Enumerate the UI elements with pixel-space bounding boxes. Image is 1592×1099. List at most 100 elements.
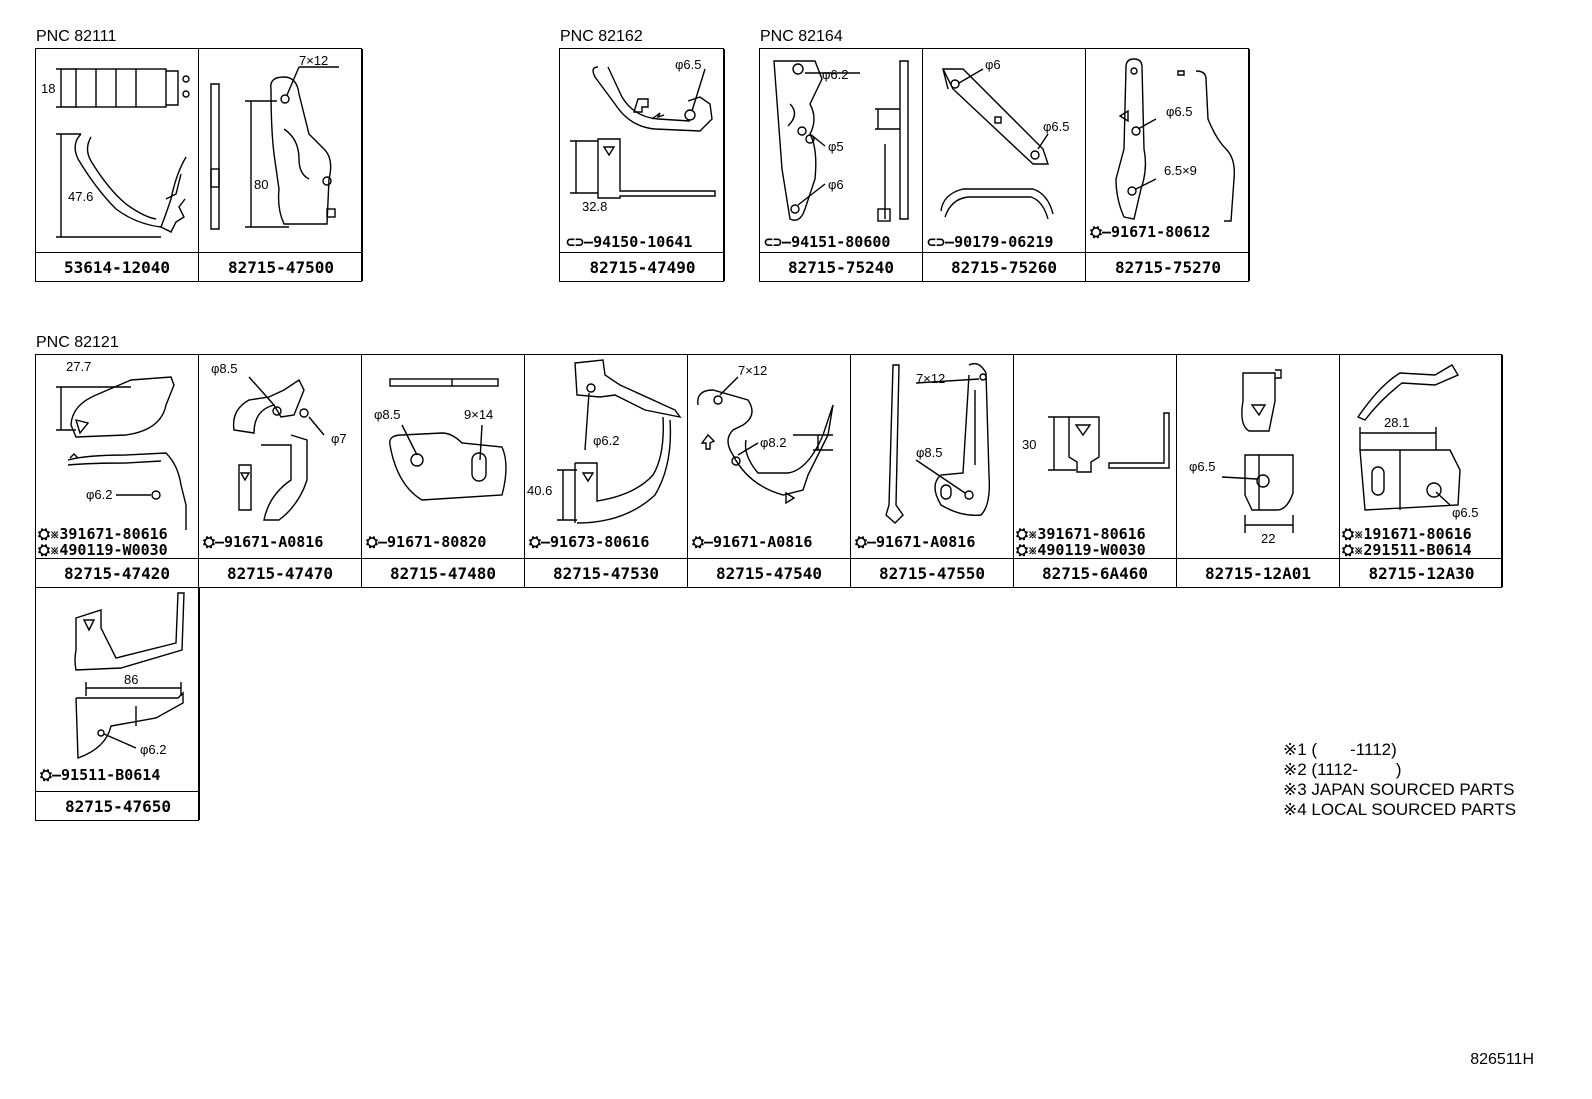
fastener-91671-80612[interactable]: ⛭—91671-80612 [1090, 223, 1211, 241]
bracket-drawing [1048, 412, 1170, 473]
cell-82715-75260[interactable]: φ6 φ6.5 ⊂⊃—90179-06219 [923, 49, 1086, 281]
footnote-1: ※1 ( -1112) [1283, 740, 1397, 759]
fastener-91671-80616[interactable]: ⛭※391671-80616 [1016, 525, 1146, 543]
fastener-91511-B0614[interactable]: ⛭※291511-B0614 [1342, 541, 1472, 559]
pnc-label-82121: PNC 82121 [36, 334, 119, 351]
dim-hole-7: φ7 [331, 431, 347, 446]
bracket-drawing [773, 60, 909, 222]
bolt-icon: ⛭— [855, 533, 877, 551]
footnotes: ※1 ( -1112) ※2 (1112- ) ※3 JAPAN SOURCED… [1283, 740, 1516, 820]
group-82162: φ6.5 32.8 ⊂⊃—94150-10641 82715-47490 [559, 48, 725, 282]
cell-82715-47550[interactable]: 7×12 φ8.5 ⛭—91671-A0816 [851, 355, 1014, 587]
bolt-icon: ⛭— [366, 533, 388, 551]
footnote-3: ※3 JAPAN SOURCED PARTS [1283, 780, 1515, 799]
fastener-91671-A0816[interactable]: ⛭—91671-A0816 [855, 533, 976, 551]
cell-82715-47420[interactable]: 27.7 φ6.2 ⛭※391671-80616 ⛭※490119-W0030 [36, 355, 199, 587]
clip-drawing [56, 68, 190, 238]
cell-82715-12A01[interactable]: φ6.5 22 [1177, 355, 1340, 587]
dim-hole-6-2: φ6.2 [140, 742, 167, 757]
dim-hole-8-5: φ8.5 [916, 445, 943, 460]
dim-height-47-6: 47.6 [68, 189, 94, 204]
dim-hole-8-5: φ8.5 [211, 361, 238, 376]
part-number[interactable]: 53614-12040 [36, 253, 199, 281]
bolt-icon: ⛭ [38, 541, 51, 559]
fastener-90119-W0030[interactable]: ⛭※490119-W0030 [38, 541, 168, 559]
pnc-label-82162: PNC 82162 [560, 28, 643, 45]
fastener-91511-B0614[interactable]: ⛭—91511-B0614 [40, 766, 161, 784]
bracket-drawing [570, 66, 716, 199]
dim-hole-6-5: φ6.5 [1189, 459, 1216, 474]
dim-height-27-7: 27.7 [66, 359, 92, 374]
part-number[interactable]: 82715-47650 [65, 796, 171, 816]
part-number[interactable]: 82715-47500 [228, 257, 334, 277]
cell-82715-47530[interactable]: φ6.2 40.6 ⛭—91673-80616 [525, 355, 688, 587]
dim-width-28-1: 28.1 [1384, 415, 1410, 430]
cell-82715-47480[interactable]: φ8.5 9×14 ⛭—91671-80820 [362, 355, 525, 587]
cell-82715-47540[interactable]: 7×12 φ8.2 ⛭—91671-A0816 [688, 355, 851, 587]
part-number[interactable]: 82715-75260 [923, 253, 1086, 281]
part-number[interactable]: 82715-47420 [36, 559, 199, 587]
dim-height-18: 18 [41, 81, 56, 96]
part-number[interactable]: 82715-47490 [589, 257, 696, 277]
part-number[interactable]: 82715-75270 [1115, 257, 1221, 277]
bolt-icon: ⛭— [40, 766, 62, 784]
dim-hole-6-5: φ6.5 [675, 57, 702, 72]
dim-hole-6: φ6 [828, 177, 844, 192]
cell-82715-47470[interactable]: φ8.5 φ7 ⛭—91671-A0816 [199, 355, 362, 587]
dim-hole-5: φ5 [828, 139, 844, 154]
part-number[interactable]: 82715-47540 [688, 559, 851, 587]
bolt-icon: ⛭ [38, 525, 51, 543]
bracket-drawing [210, 66, 339, 230]
cell-82715-47500[interactable]: 7×12 80 [199, 49, 363, 281]
fastener-90119-W0030[interactable]: ⛭※490119-W0030 [1016, 541, 1146, 559]
footnote-4: ※4 LOCAL SOURCED PARTS [1283, 800, 1517, 819]
fastener-94150-10641[interactable]: ⊂⊃—94150-10641 [566, 233, 693, 251]
bracket-drawing [885, 362, 991, 524]
bracket-drawing [389, 378, 507, 501]
bracket-drawing [56, 376, 187, 530]
pnc-label-82111: PNC 82111 [36, 28, 117, 45]
bracket-drawing [557, 359, 682, 524]
dim-width-86: 86 [124, 672, 139, 687]
fastener-91671-80616[interactable]: ⛭※191671-80616 [1342, 525, 1472, 543]
cell-53614-12040[interactable]: 18 47.6 [36, 49, 199, 281]
part-number[interactable]: 82715-75240 [760, 253, 923, 281]
dim-hole-6-5: φ6.5 [1452, 505, 1479, 520]
dim-hole-8-5: φ8.5 [374, 407, 401, 422]
part-number[interactable]: 82715-47550 [851, 559, 1014, 587]
fastener-91671-A0816[interactable]: ⛭—91671-A0816 [203, 533, 324, 551]
bolt-icon: ⛭ [1016, 541, 1029, 559]
nut-icon: ⊂⊃— [566, 233, 594, 251]
fastener-91671-80820[interactable]: ⛭—91671-80820 [366, 533, 487, 551]
part-number[interactable]: 82715-12A30 [1368, 563, 1475, 583]
part-number[interactable]: 82715-6A460 [1014, 559, 1177, 587]
part-number-strip: 82715-47490 [560, 252, 723, 281]
part-number[interactable]: 82715-47530 [525, 559, 688, 587]
cell-82715-12A30[interactable]: 28.1 φ6.5 ⛭※191671-80616 ⛭※291511-B0614 [1340, 355, 1503, 587]
footnote-2: ※2 (1112- ) [1283, 760, 1402, 779]
fastener-91673-80616[interactable]: ⛭—91673-80616 [529, 533, 650, 551]
cell-82715-47490[interactable]: φ6.5 32.8 ⊂⊃—94150-10641 [560, 49, 725, 281]
group-82164: φ6.2 φ5 φ6 ⊂⊃—94151-80600 φ6 φ6.5 ⊂⊃—901… [759, 48, 1250, 282]
bracket-drawing [1221, 369, 1294, 533]
dim-hole-6-2: φ6.2 [822, 67, 849, 82]
dim-hole-6-5: φ6.5 [1166, 104, 1193, 119]
fastener-91671-A0816[interactable]: ⛭—91671-A0816 [692, 533, 813, 551]
bolt-icon: ⛭— [529, 533, 551, 551]
dim-hole-6-5: φ6.5 [1043, 119, 1070, 134]
cell-82715-75240[interactable]: φ6.2 φ5 φ6 ⊂⊃—94151-80600 [760, 49, 923, 281]
cell-82715-75270[interactable]: φ6.5 6.5×9 ⛭—91671-80612 [1086, 49, 1250, 281]
dim-hole-6-2: φ6.2 [593, 433, 620, 448]
cell-82715-6A460[interactable]: 30 ⛭※391671-80616 ⛭※490119-W0030 [1014, 355, 1177, 587]
dim-hole-6: φ6 [985, 57, 1001, 72]
part-number[interactable]: 82715-47480 [362, 559, 525, 587]
dim-height-80: 80 [254, 177, 269, 192]
fastener-94151-80600[interactable]: ⊂⊃—94151-80600 [764, 233, 891, 251]
part-number[interactable]: 82715-47470 [199, 559, 362, 587]
bolt-icon: ⛭ [1342, 541, 1355, 559]
fastener-90179-06219[interactable]: ⊂⊃—90179-06219 [927, 233, 1054, 251]
cell-82715-47650[interactable]: 86 φ6.2 ⛭—91511-B0614 [36, 588, 200, 820]
dim-hole-8-2: φ8.2 [760, 435, 787, 450]
part-number[interactable]: 82715-12A01 [1177, 559, 1340, 587]
fastener-91671-80616[interactable]: ⛭※391671-80616 [38, 525, 168, 543]
